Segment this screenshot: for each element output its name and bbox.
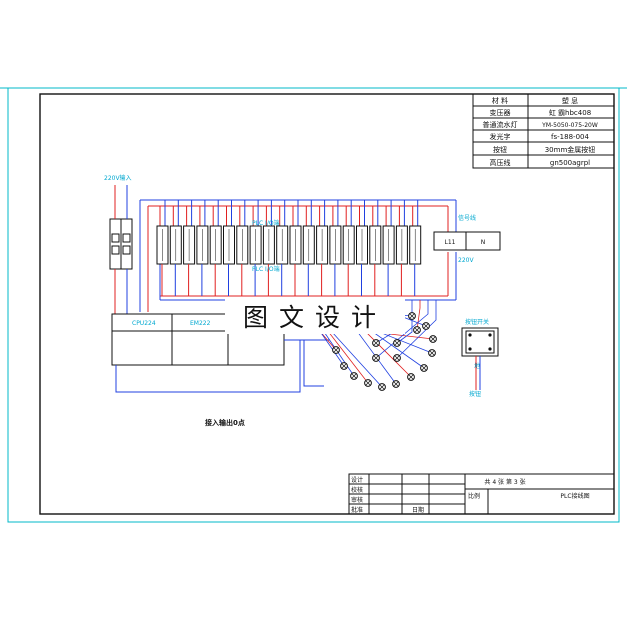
title-scale: 比例 — [468, 492, 480, 500]
material-label: 普通流水灯 — [483, 120, 518, 129]
lamp-cross — [365, 380, 371, 386]
output-note: 接入输出0点 — [205, 418, 245, 427]
plc-top-label: PLC I/O端 — [252, 219, 280, 227]
lamp-cross — [373, 355, 379, 361]
terminal-n-label: N — [481, 239, 486, 246]
watermark: 图文设计 — [225, 298, 405, 334]
plc-output-wire — [284, 339, 324, 387]
lamp-cross — [351, 373, 357, 379]
ground-label: 地 — [474, 362, 480, 370]
button-box-label: 按钮开关 — [465, 318, 489, 326]
title-drawing-name: PLC接线图 — [560, 492, 589, 500]
title-design: 设计 — [351, 476, 363, 484]
plc-output-wire — [115, 339, 330, 393]
material-value: 塑 息 — [562, 96, 578, 105]
material-value: 虹 霸hbc408 — [549, 108, 591, 117]
title-review: 审核 — [351, 496, 363, 504]
material-label: 材 料 — [492, 96, 508, 105]
material-value: gn500agrpl — [550, 159, 590, 167]
lamp-cross — [414, 327, 420, 333]
materials-table: 材 料 塑 息 变压器 虹 霸hbc408 普通流水灯 YM-5050-075-… — [472, 93, 615, 169]
material-value: 30mm金属按钮 — [545, 145, 596, 154]
terminal-l-label: L11 — [445, 239, 456, 246]
lamp-cross — [333, 347, 339, 353]
material-value: YM-5050-075-20W — [541, 122, 598, 129]
lamp-cross — [408, 374, 414, 380]
cpu-label: CPU224 — [132, 320, 156, 327]
lamp-wire — [416, 300, 421, 331]
material-value: fs-188-004 — [551, 133, 589, 141]
sheet-outer-frame — [7, 87, 620, 523]
lamp-wire — [396, 300, 413, 344]
volt-label: 220V — [458, 257, 474, 264]
title-check: 校核 — [351, 486, 363, 494]
button-switch — [461, 327, 499, 357]
lamp-cross — [341, 363, 347, 369]
title-block: 设计 校核 审核 批准 共 4 张 第 3 张 比例 PLC接线图 日期 — [348, 473, 615, 515]
lamp-cross — [409, 313, 415, 319]
lamp-wire — [396, 300, 437, 359]
sheet-inner-frame — [39, 93, 615, 515]
title-date: 日期 — [412, 506, 424, 514]
lamp-cross — [423, 323, 429, 329]
title-sheets: 共 4 张 第 3 张 — [484, 478, 525, 486]
lamp-cross — [379, 384, 385, 390]
title-approve: 批准 — [351, 506, 363, 514]
ground-label-2: 按钮 — [469, 390, 481, 398]
material-label: 高压线 — [490, 158, 511, 167]
lamp-cross — [394, 355, 400, 361]
material-label: 发光字 — [490, 132, 511, 141]
lamp-cross — [373, 340, 379, 346]
material-label: 按钮 — [493, 145, 507, 154]
plc-mid-label: PLC I/O端 — [252, 265, 280, 273]
lamp-cross — [394, 340, 400, 346]
signal-label: 信号线 — [458, 214, 476, 222]
relay-row — [156, 200, 422, 296]
material-label: 变压器 — [490, 108, 511, 117]
terminal-block: L11 N — [433, 231, 501, 251]
em-label: EM222 — [190, 320, 211, 327]
lamp-cross — [429, 350, 435, 356]
circuit-breaker — [109, 218, 133, 270]
lamp-cross — [421, 365, 427, 371]
lamp-cross — [430, 336, 436, 342]
power-input-label: 220V输入 — [104, 174, 132, 182]
lamp-cross — [393, 381, 399, 387]
